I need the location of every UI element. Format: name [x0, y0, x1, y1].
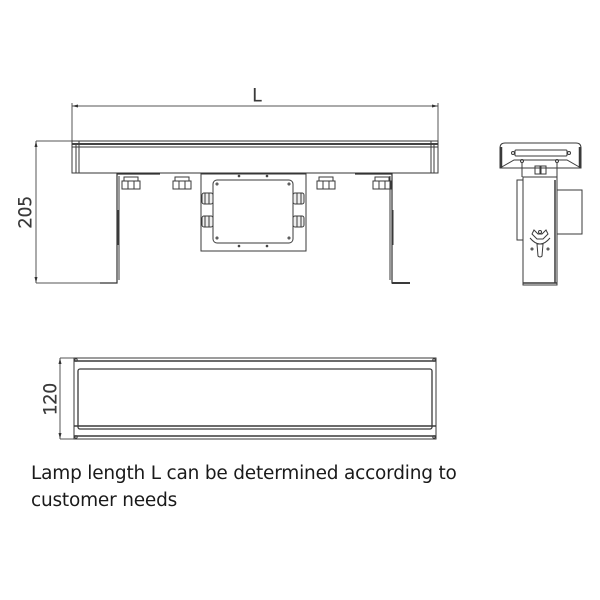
bolt [172, 176, 192, 190]
width-label: 120 [41, 383, 61, 415]
height-label: 205 [16, 196, 36, 228]
junction-box [200, 173, 307, 252]
height-dimension [34, 140, 100, 284]
bolt [372, 176, 392, 190]
caption-line-1: Lamp length L can be determined accordin… [31, 463, 457, 484]
top-view: 120 [41, 357, 437, 440]
width-dimension [58, 357, 74, 440]
bolt [121, 176, 141, 190]
caption: Lamp length L can be determined accordin… [31, 460, 471, 514]
side-view [499, 142, 583, 286]
length-label: L [252, 86, 261, 106]
bolt [316, 176, 336, 190]
length-dimension [71, 103, 439, 142]
front-view: L 205 [16, 86, 439, 284]
caption-line-2: customer needs [31, 490, 178, 511]
